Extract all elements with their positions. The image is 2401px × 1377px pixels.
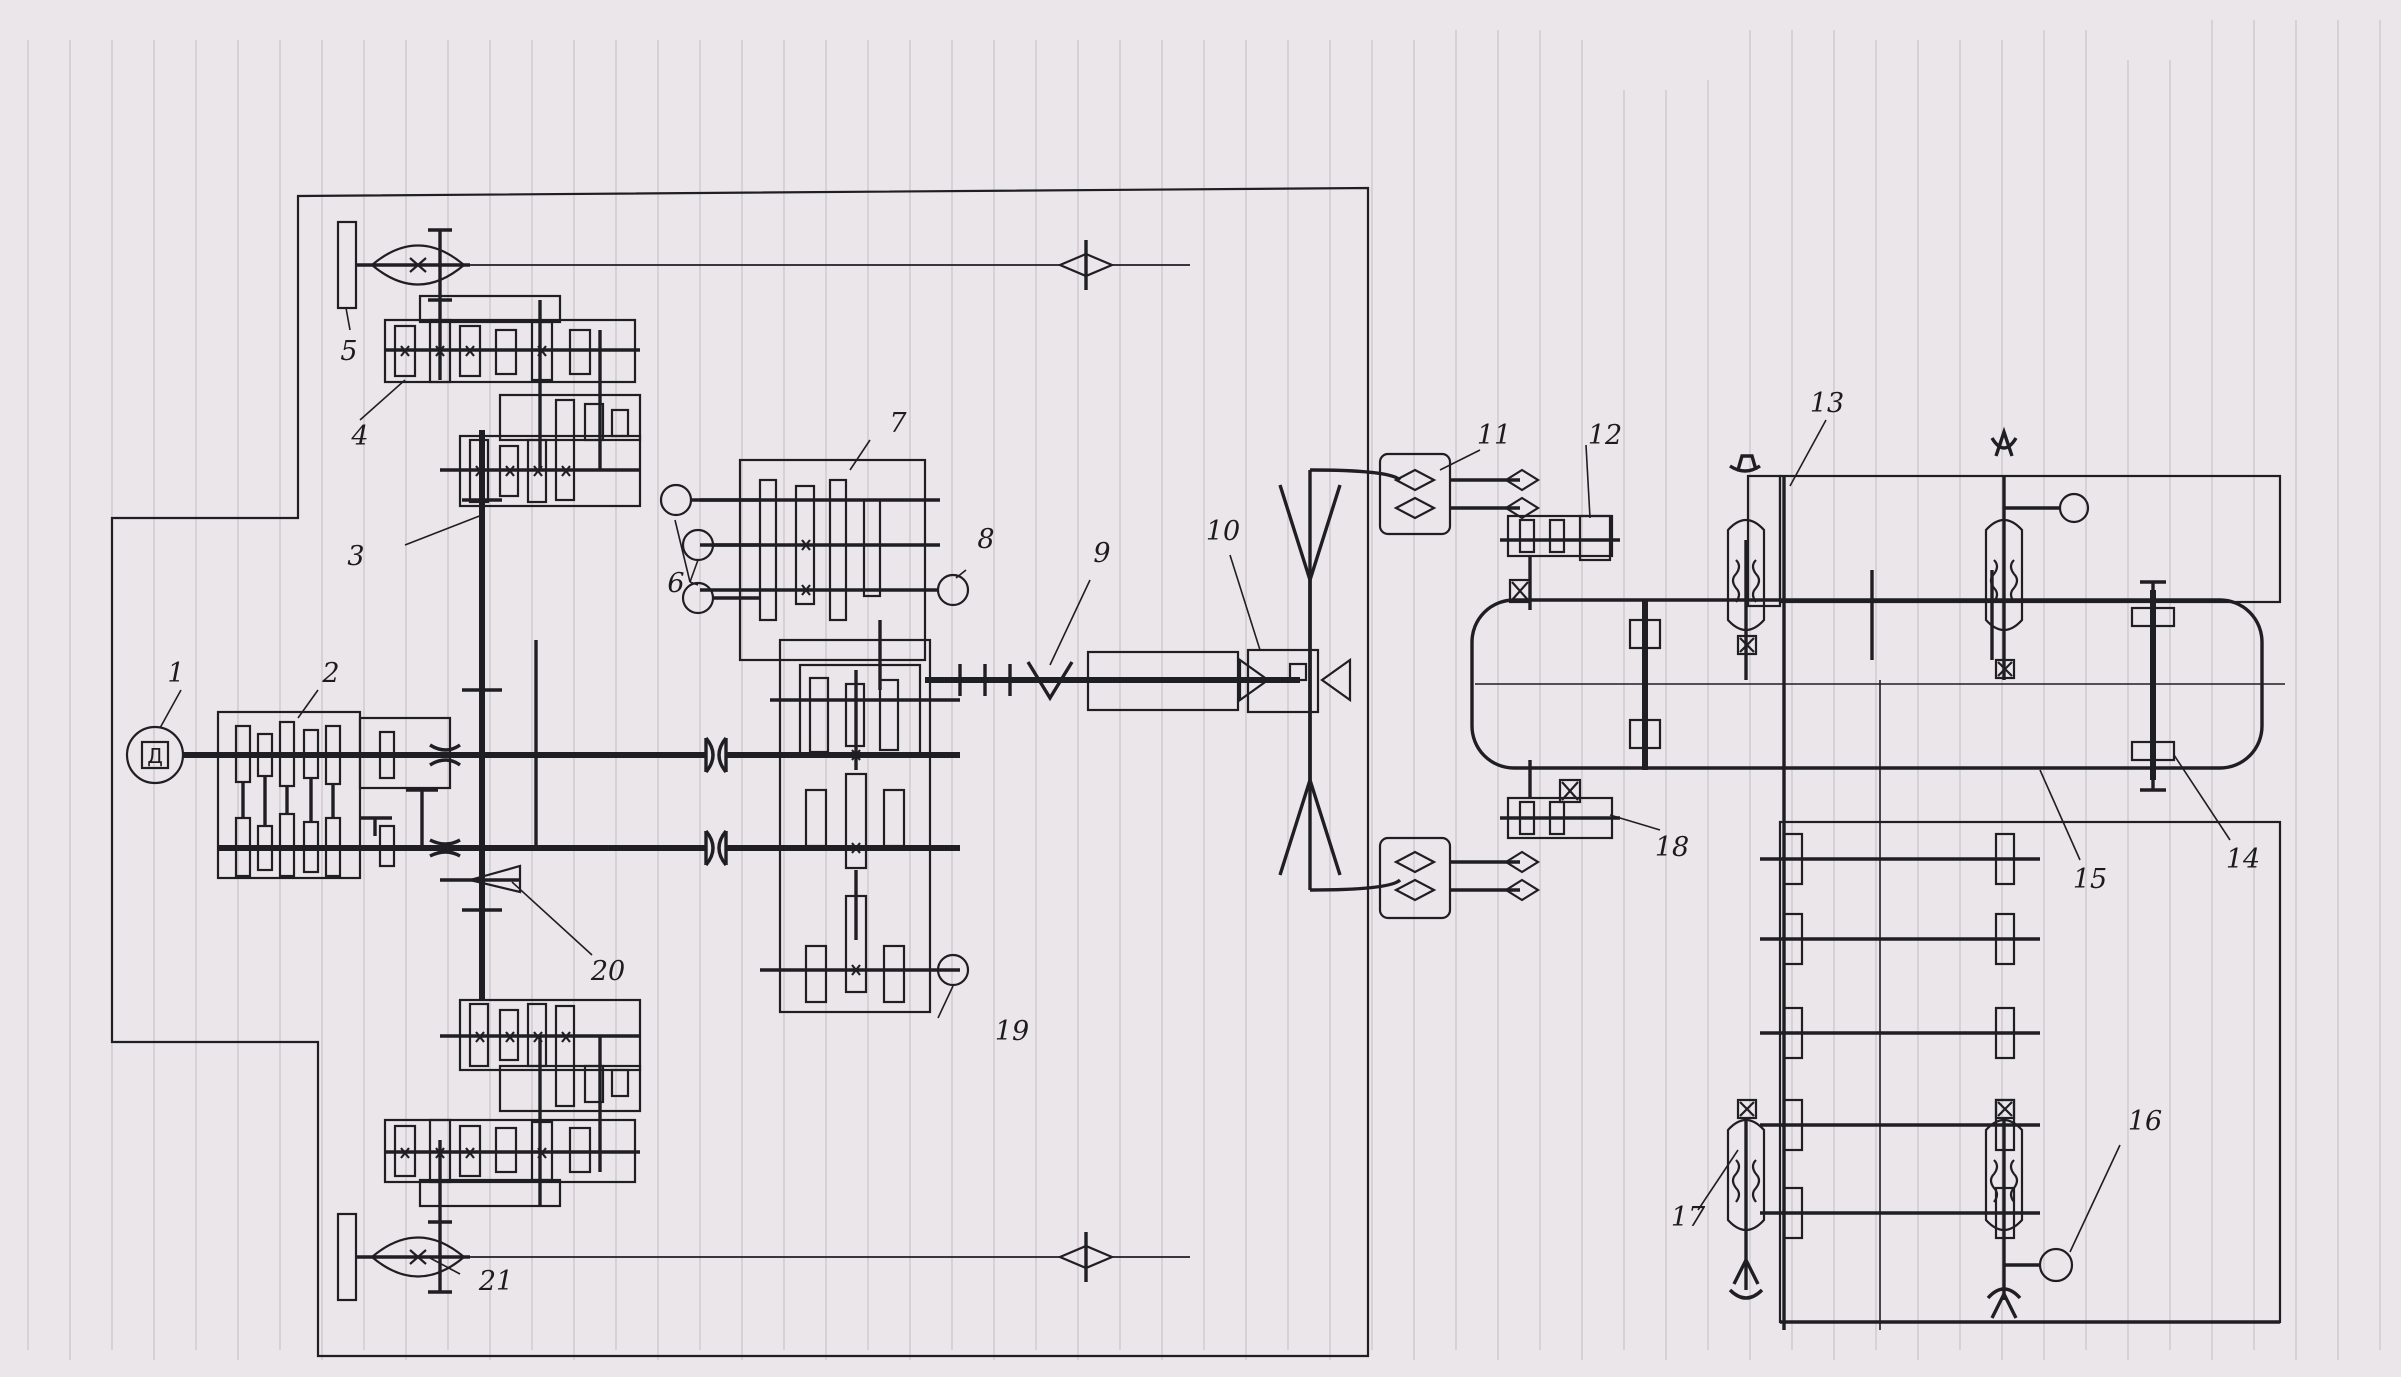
upper-belt-pulley: [336, 220, 1190, 380]
motor-label: Д: [147, 744, 163, 768]
callout-3: 3: [347, 541, 364, 572]
callout-17: 17: [1671, 1202, 1706, 1233]
main-roll-frame: [1470, 474, 2285, 1330]
callout-14: 14: [2226, 844, 2260, 875]
callout-labels: 1 2 3 4 5 6 7 8 9 10 11 12 13 14 15 16 1…: [167, 336, 2260, 1297]
callout-4: 4: [350, 421, 368, 452]
main-vertical-shaft: [429, 430, 538, 1000]
callout-8: 8: [977, 524, 994, 555]
callout-10: 10: [1206, 516, 1240, 547]
callout-11: 11: [1477, 420, 1511, 451]
callout-13: 13: [1810, 388, 1844, 419]
callout-20: 20: [590, 956, 625, 987]
callout-16: 16: [2128, 1106, 2162, 1137]
callout-9: 9: [1093, 538, 1110, 569]
input-gearbox: [216, 710, 480, 880]
upper-gear-train: [383, 294, 642, 508]
central-gearbox: [700, 458, 960, 1014]
callout-6: 6: [667, 568, 684, 599]
callout-12: 12: [1588, 420, 1622, 451]
callout-15: 15: [2073, 864, 2107, 895]
differential-unit: [1238, 468, 1402, 892]
upper-roll-assembly: [1726, 426, 2090, 680]
callout-5: 5: [340, 336, 357, 367]
lower-bevel-unit: [1378, 760, 1620, 920]
lower-gear-train: [383, 998, 642, 1208]
callout-21: 21: [478, 1266, 513, 1297]
leader-lines: [159, 307, 2231, 1275]
motor: Д: [125, 725, 218, 785]
lower-roll-stand: [1726, 680, 2282, 1330]
drive-shaft-to-differential: [925, 650, 1300, 712]
callout-2: 2: [321, 658, 339, 689]
upper-bevel-unit: [1378, 452, 1620, 610]
lower-belt-pulley: [336, 1140, 1190, 1302]
callout-1: 1: [167, 658, 184, 689]
couplings: [704, 736, 782, 867]
callout-19: 19: [995, 1016, 1029, 1047]
enclosure-outline: [110, 186, 1370, 1358]
callout-18: 18: [1655, 832, 1689, 863]
callout-7: 7: [889, 408, 907, 439]
